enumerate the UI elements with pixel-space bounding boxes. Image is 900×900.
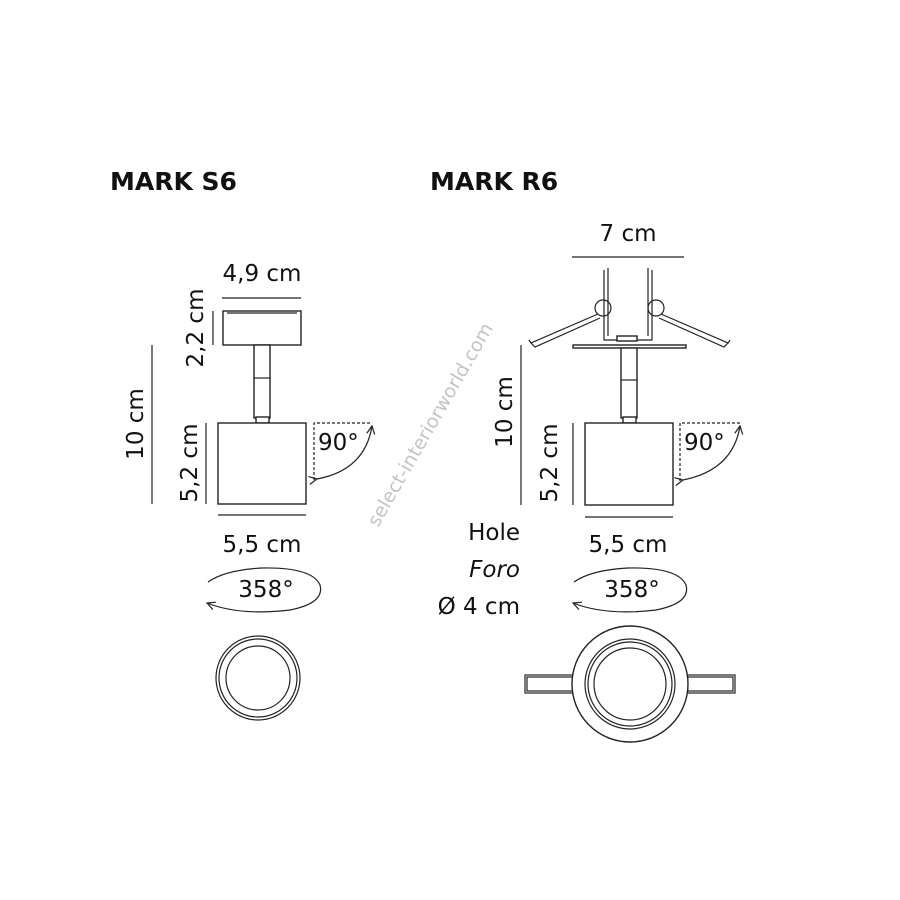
mark-r6-drawing: MARK R6 7 cm 10 cm 5,2 cm 90° 5,5 cm Hol… xyxy=(430,167,740,743)
r6-stem xyxy=(620,347,638,419)
s6-rotation-arc xyxy=(207,567,322,613)
mark-s6-drawing: MARK S6 4,9 cm 2,2 cm 10 cm 5,2 cm 90° 5… xyxy=(110,167,372,721)
r6-tilt-guide xyxy=(679,422,740,481)
r6-front-view xyxy=(524,625,736,743)
s6-head-height-label: 5,2 cm xyxy=(177,424,203,503)
s6-cap-height-label: 2,2 cm xyxy=(183,289,209,368)
r6-head-width-label: 5,5 cm xyxy=(589,532,668,558)
r6-tilt-arc xyxy=(683,426,740,480)
s6-rotation-label: 358° xyxy=(238,577,293,603)
s6-head-width-label: 5,5 cm xyxy=(223,532,302,558)
s6-collar xyxy=(255,416,270,424)
r6-total-height-label: 10 cm xyxy=(492,376,518,448)
s6-tilt-guide xyxy=(313,422,372,480)
s6-head xyxy=(217,422,307,505)
s6-outer-ring xyxy=(215,635,301,721)
r6-middle-ring xyxy=(587,641,673,727)
s6-tilt-arc xyxy=(317,426,372,479)
s6-lens xyxy=(225,645,291,711)
r6-collar xyxy=(622,416,637,424)
r6-outer-ring xyxy=(584,638,676,730)
watermark: select-interiorworld.com xyxy=(363,319,498,530)
s6-tilt-label: 90° xyxy=(318,430,359,456)
r6-head-height-label: 5,2 cm xyxy=(537,424,563,503)
s6-ceiling-cap xyxy=(222,310,302,346)
s6-stem xyxy=(253,344,271,419)
r6-head xyxy=(584,422,674,506)
mark-r6-title: MARK R6 xyxy=(430,167,558,196)
s6-top-width-label: 4,9 cm xyxy=(223,261,302,287)
r6-hole-label: Hole xyxy=(468,520,520,546)
r6-rotation-label: 358° xyxy=(604,577,659,603)
mark-s6-title: MARK S6 xyxy=(110,167,237,196)
r6-trim-ring xyxy=(571,625,689,743)
r6-hole-label-it: Foro xyxy=(469,557,520,583)
r6-tilt-label: 90° xyxy=(684,430,725,456)
s6-front-view xyxy=(215,635,301,721)
r6-rotation-arc xyxy=(573,567,688,613)
r6-lens xyxy=(593,647,667,721)
r6-top-width-label: 7 cm xyxy=(600,221,657,247)
r6-right-spring-tab xyxy=(682,674,736,694)
s6-middle-ring xyxy=(218,638,298,718)
r6-left-spring-tab xyxy=(524,674,578,694)
r6-spring-brackets xyxy=(528,268,731,348)
s6-total-height-label: 10 cm xyxy=(123,388,149,460)
r6-hole-diameter: Ø 4 cm xyxy=(438,594,520,620)
